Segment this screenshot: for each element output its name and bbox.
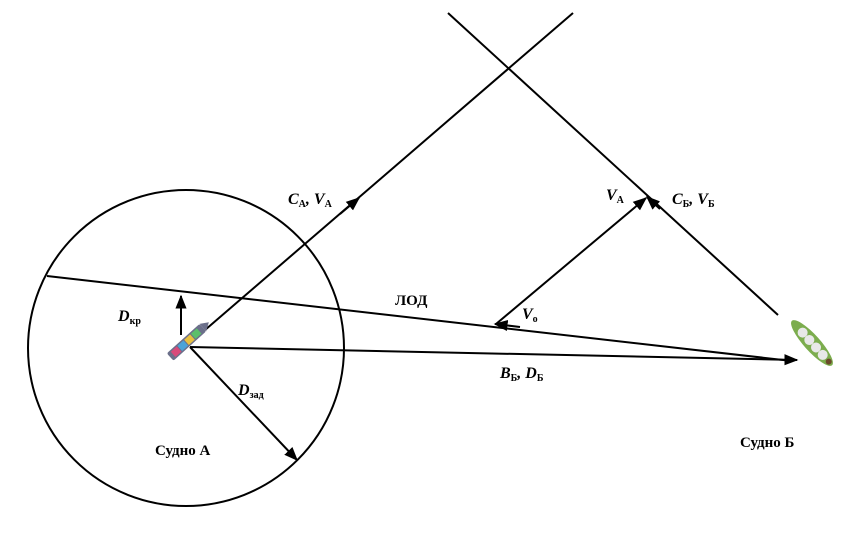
course-arrow-b — [645, 196, 661, 210]
ship-a-icon — [167, 322, 209, 360]
label-velocity-a: VА — [606, 187, 625, 206]
label-d-zad: Dзад — [237, 382, 264, 401]
bearing-distance-line — [189, 346, 799, 366]
label-relative-velocity: Vо — [522, 306, 538, 325]
label-bearing-distance-b: BБ, DБ — [499, 365, 544, 384]
label-ship-b: Судно Б — [740, 435, 794, 451]
course-line-b — [447, 12, 779, 316]
course-line-a — [204, 12, 574, 331]
label-lod: ЛОД — [395, 293, 428, 309]
velocity-a-vector — [495, 197, 648, 325]
ship-b-icon — [791, 320, 833, 366]
lod-line — [46, 275, 793, 362]
label-ship-a: Судно А — [155, 443, 210, 459]
label-course-b: CБ, VБ — [672, 191, 715, 210]
relative-velocity-arrow — [493, 319, 521, 332]
label-d-kr: Dкр — [117, 308, 141, 327]
d-zad-arrow — [189, 346, 298, 462]
safe-distance-circle — [27, 189, 345, 507]
label-course-a: CА, VА — [288, 191, 333, 210]
course-arrow-a — [339, 197, 361, 215]
